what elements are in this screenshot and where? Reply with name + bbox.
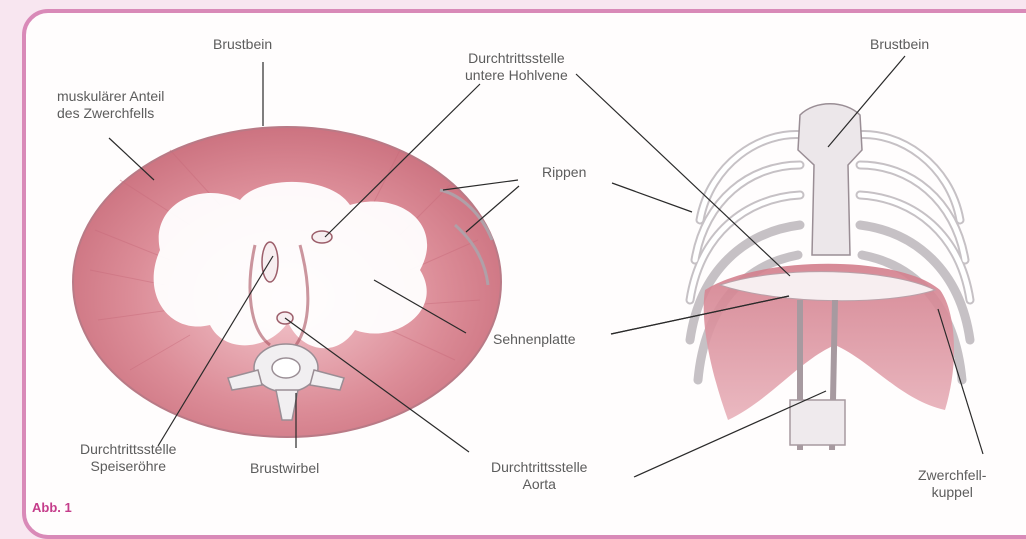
label-muskularer-anteil: muskulärer Anteil des Zwerchfells [57,88,164,122]
label-brustwirbel: Brustwirbel [250,460,319,477]
label-brustbein-left: Brustbein [213,36,272,53]
diaphragm-bottom-view [73,127,501,437]
label-sehnenplatte: Sehnenplatte [493,331,576,348]
figure-caption: Abb. 1 [32,500,72,515]
label-rippen: Rippen [542,164,586,181]
label-brustbein-right: Brustbein [870,36,929,53]
label-durchtritt-speiseroehre: Durchtrittsstelle Speiseröhre [80,441,176,475]
label-durchtritt-aorta: Durchtrittsstelle Aorta [491,459,587,493]
label-durchtritt-hohlvene: Durchtrittsstelle untere Hohlvene [465,50,568,84]
label-zwerchfellkuppel: Zwerchfell- kuppel [918,467,986,501]
ribcage-front-view [690,104,970,450]
